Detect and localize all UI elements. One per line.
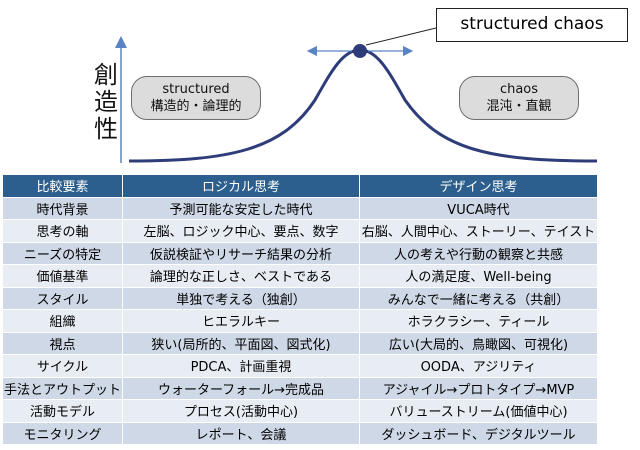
table-cell: ヒエラルキー <box>122 309 360 333</box>
table-row: 価値基準論理的な正しさ、ベストである人の満足度、Well-being <box>2 264 598 288</box>
table-cell: ニーズの特定 <box>2 241 123 265</box>
table-cell: 価値基準 <box>2 264 123 288</box>
table-cell: 左脳、ロジック中心、要点、数字 <box>122 219 360 243</box>
table-cell: みんなで一緒に考える（共創） <box>359 286 598 310</box>
table-cell: OODA、アジリティ <box>359 354 598 378</box>
structured-pill: structured 構造的・論理的 <box>131 76 261 120</box>
callout-leader <box>365 27 437 46</box>
table-cell: 仮説検証やリサーチ結果の分析 <box>122 241 360 265</box>
axis-char: 創 <box>94 61 118 89</box>
table-row: 活動モデルプロセス(活動中心)バリューストリーム(価値中心) <box>2 399 598 423</box>
structured-chaos-callout: structured chaos <box>436 8 628 42</box>
table-cell: サイクル <box>2 354 123 378</box>
table-row: 組織ヒエラルキーホラクラシー、ティール <box>2 309 598 333</box>
header-cell: 比較要素 <box>2 174 123 198</box>
table-cell: 人の考えや行動の観察と共感 <box>359 241 598 265</box>
table-cell: プロセス(活動中心) <box>122 399 360 423</box>
chaos-pill-title: chaos <box>499 82 539 97</box>
table-cell: レポート、会議 <box>122 421 360 445</box>
table-cell: ホラクラシー、ティール <box>359 309 598 333</box>
table-row: スタイル単独で考える（独創）みんなで一緒に考える（共創） <box>2 286 598 310</box>
table-cell: 人の満足度、Well-being <box>359 264 598 288</box>
table-cell: スタイル <box>2 286 123 310</box>
axis-char: 造 <box>94 88 118 116</box>
table-cell: 単独で考える（独創） <box>122 286 360 310</box>
table-row: モニタリングレポート、会議ダッシュボード、デジタルツール <box>2 421 598 445</box>
table-cell: PDCA、計画重視 <box>122 354 360 378</box>
table-cell: 予測可能な安定した時代 <box>122 196 360 220</box>
structured-pill-subtitle: 構造的・論理的 <box>150 99 242 114</box>
creativity-axis-label: 創 造 性 <box>88 62 124 143</box>
table-cell: 手法とアウトプット <box>2 376 123 400</box>
table-cell: 時代背景 <box>2 196 123 220</box>
table-cell: 右脳、人間中心、ストーリー、テイスト <box>359 219 598 243</box>
axis-char: 性 <box>94 115 118 143</box>
header-cell: デザイン思考 <box>359 174 598 198</box>
structured-pill-title: structured <box>162 82 230 97</box>
peak-dot <box>353 44 367 58</box>
chaos-pill-subtitle: 混沌・直観 <box>486 99 552 114</box>
table-cell: 活動モデル <box>2 399 123 423</box>
chaos-pill: chaos 混沌・直観 <box>459 76 579 120</box>
table-row: 思考の軸左脳、ロジック中心、要点、数字右脳、人間中心、ストーリー、テイスト <box>2 219 598 243</box>
table-cell: 狭い(局所的、平面図、図式化) <box>122 331 360 355</box>
table-cell: 論理的な正しさ、ベストである <box>122 264 360 288</box>
header-cell: ロジカル思考 <box>122 174 360 198</box>
table-cell: モニタリング <box>2 421 123 445</box>
table-cell: 組織 <box>2 309 123 333</box>
creativity-curve-diagram <box>115 27 598 163</box>
table-cell: 思考の軸 <box>2 219 123 243</box>
table-row: ニーズの特定仮説検証やリサーチ結果の分析人の考えや行動の観察と共感 <box>2 241 598 265</box>
table-cell: バリューストリーム(価値中心) <box>359 399 598 423</box>
table-cell: 広い(大局的、鳥瞰図、可視化) <box>359 331 598 355</box>
table-cell: アジャイル→プロトタイプ→MVP <box>359 376 598 400</box>
table-cell: 視点 <box>2 331 123 355</box>
table-header-row: 比較要素 ロジカル思考 デザイン思考 <box>2 174 598 198</box>
table-cell: ダッシュボード、デジタルツール <box>359 421 598 445</box>
table-row: 手法とアウトプットウォーターフォール→完成品アジャイル→プロトタイプ→MVP <box>2 376 598 400</box>
table-row: 視点狭い(局所的、平面図、図式化)広い(大局的、鳥瞰図、可視化) <box>2 331 598 355</box>
table-cell: VUCA時代 <box>359 196 598 220</box>
table-cell: ウォーターフォール→完成品 <box>122 376 360 400</box>
